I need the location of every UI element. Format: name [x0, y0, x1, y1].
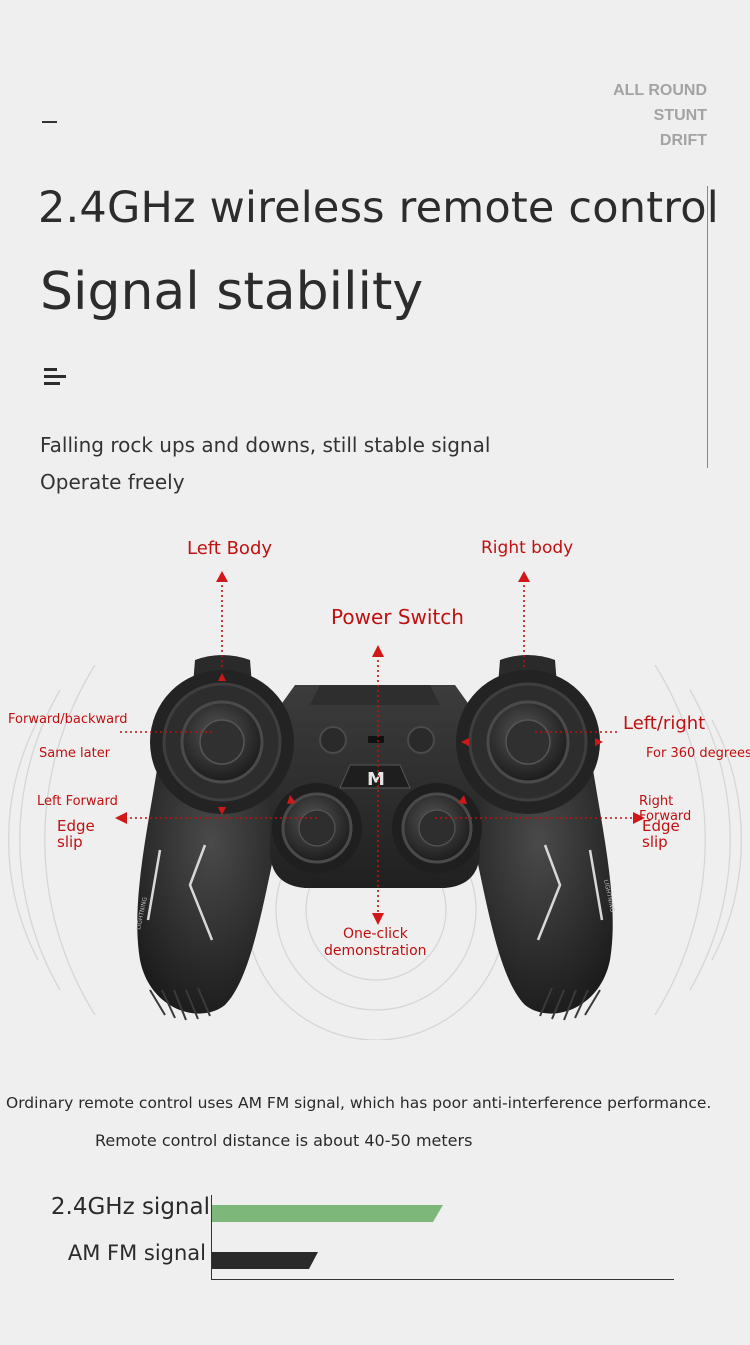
brand-logo: M — [367, 769, 385, 790]
tagline-line-2: STUNT — [653, 107, 707, 124]
label-edge-slip-left-1: Edge — [57, 817, 95, 835]
label-360-degrees: For 360 degrees — [646, 746, 750, 761]
label-edge-slip-left-2: slip — [57, 833, 83, 851]
controller-illustration: LIGHTNING LIGHTNING M — [8, 571, 742, 1040]
label-right-body: Right body — [481, 538, 574, 558]
signal-label-amfm: AM FM signal — [67, 1241, 206, 1265]
description-line-2: Operate freely — [40, 470, 185, 494]
tagline-line-1: ALL ROUND — [613, 82, 707, 99]
comparison-note-2: Remote control distance is about 40-50 m… — [95, 1131, 473, 1150]
chart-y-axis — [211, 1195, 212, 1280]
label-demo-1: One-click — [343, 926, 408, 942]
dash-mark — [42, 121, 57, 123]
label-same-later: Same later — [39, 746, 111, 761]
label-left-forward: Left Forward — [37, 794, 118, 809]
label-power-switch: Power Switch — [331, 605, 464, 629]
page-title: 2.4GHz wireless remote control — [38, 183, 719, 233]
signal-bar-amfm — [212, 1252, 318, 1269]
page-subtitle: Signal stability — [40, 262, 424, 322]
label-edge-slip-right-1: Edge — [642, 817, 680, 835]
label-forward-backward: Forward/backward — [8, 712, 128, 727]
signal-bar-ghz — [212, 1205, 443, 1222]
label-right-forward-2: Forward — [639, 809, 692, 824]
label-left-body: Left Body — [187, 538, 273, 559]
chart-x-axis — [211, 1279, 674, 1280]
description-line-1: Falling rock ups and downs, still stable… — [40, 433, 491, 457]
comparison-note-1: Ordinary remote control uses AM FM signa… — [6, 1094, 712, 1112]
label-left-right: Left/right — [623, 713, 706, 734]
label-right-forward-1: Right — [639, 794, 674, 809]
signal-label-ghz: 2.4GHz signal — [50, 1194, 210, 1220]
label-demo-2: demonstration — [324, 943, 427, 959]
label-edge-slip-right-2: slip — [642, 833, 668, 851]
vertical-divider — [707, 186, 708, 468]
menu-lines-icon — [44, 368, 66, 386]
tagline-line-3: DRIFT — [659, 132, 707, 149]
